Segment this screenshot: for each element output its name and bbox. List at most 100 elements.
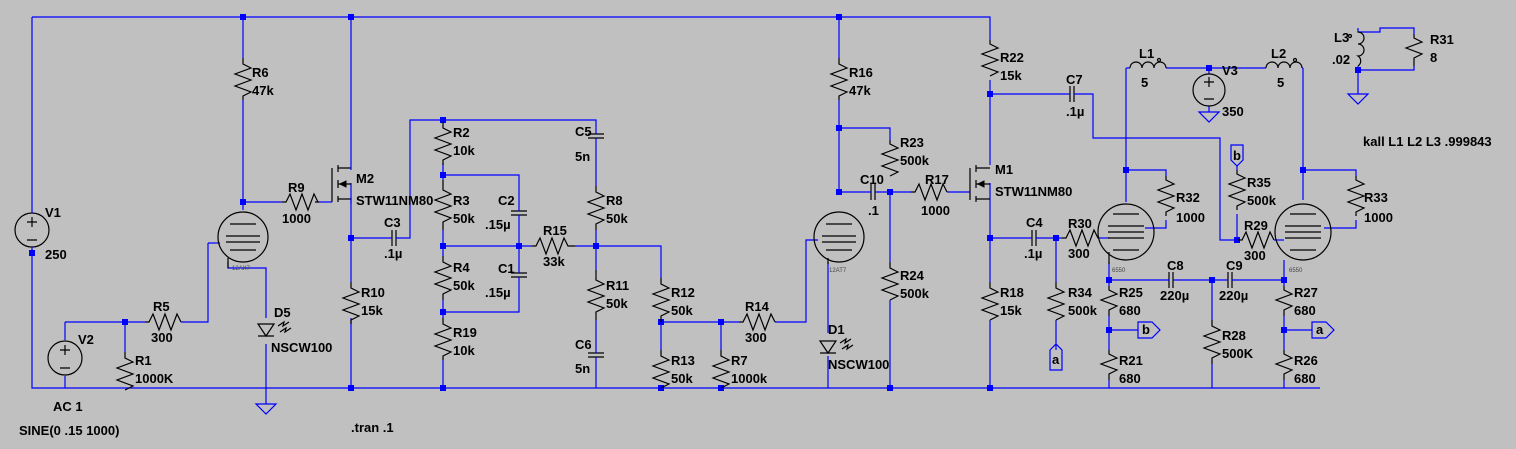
label-r32-value: 1000 <box>1176 210 1205 225</box>
label-r21-value: 680 <box>1119 371 1141 386</box>
label-r19-value: 10k <box>453 343 475 358</box>
resistor-r5 <box>145 312 182 332</box>
label-r11-value: 50k <box>606 296 628 311</box>
label-r6-name: R6 <box>252 65 269 80</box>
label-l1-name: L1 <box>1139 46 1154 61</box>
label-c1-name: C1 <box>498 261 515 276</box>
label-r8-value: 50k <box>606 211 628 226</box>
resistor-r35 <box>1227 170 1247 210</box>
resistor-r23 <box>880 140 900 177</box>
mosfet-m2 <box>331 165 352 204</box>
source-v2 <box>47 340 83 376</box>
label-r27-value: 680 <box>1294 303 1316 318</box>
resistor-r3 <box>433 180 453 230</box>
capacitor-c9 <box>1224 272 1236 288</box>
mosfets <box>331 165 990 204</box>
label-r10-name: R10 <box>361 285 385 300</box>
label-r29-name: R29 <box>1244 218 1268 233</box>
diode-d5 <box>256 320 292 338</box>
label-r34-value: 500k <box>1068 303 1098 318</box>
resistor-r7 <box>711 350 731 389</box>
label-r10-value: 15k <box>361 303 383 318</box>
resistor-r1 <box>115 352 135 391</box>
resistor-r17 <box>911 182 948 202</box>
label-r35-name: R35 <box>1247 175 1271 190</box>
inductors <box>1129 31 1365 69</box>
tube-u2-model: 12AT7 <box>829 268 847 274</box>
label-c8-name: C8 <box>1167 258 1184 273</box>
resistor-r4 <box>433 256 453 300</box>
resistor-r32 <box>1156 176 1176 216</box>
resistor-r12 <box>651 278 671 322</box>
directive-tran: .tran .1 <box>351 420 394 435</box>
net-flags <box>1049 144 1335 371</box>
label-d1-value: NSCW100 <box>828 357 889 372</box>
label-c4-name: C4 <box>1026 215 1043 230</box>
label-v3-value: 350 <box>1222 104 1244 119</box>
label-r5-value: 300 <box>151 330 173 345</box>
label-r15-name: R15 <box>543 223 567 238</box>
label-v2-value2: SINE(0 .15 1000) <box>19 423 119 438</box>
net-label-b-1: b <box>1142 322 1150 337</box>
label-c9-name: C9 <box>1226 258 1243 273</box>
label-r18-name: R18 <box>1000 285 1024 300</box>
label-c2-value: .15µ <box>485 217 511 232</box>
label-r23-name: R23 <box>900 135 924 150</box>
capacitor-c10 <box>866 184 880 200</box>
label-r13-value: 50k <box>671 371 693 386</box>
label-c5-name: C5 <box>575 124 592 139</box>
label-r7-value: 1000k <box>731 371 768 386</box>
label-c4-value: .1µ <box>1024 246 1042 261</box>
directive-coupling: kall L1 L2 L3 .999843 <box>1363 134 1492 149</box>
label-r35-value: 500k <box>1247 193 1277 208</box>
label-d1-name: D1 <box>828 322 845 337</box>
label-r31-name: R31 <box>1430 32 1454 47</box>
label-r11-name: R11 <box>606 278 629 293</box>
source-v1 <box>14 207 50 253</box>
label-c8-value: 220µ <box>1160 288 1189 303</box>
label-r33-value: 1000 <box>1364 210 1393 225</box>
label-r4-name: R4 <box>453 260 470 275</box>
net-label-b-2: b <box>1233 148 1241 163</box>
mosfet-m1 <box>969 165 990 202</box>
label-v2-value: AC 1 <box>53 399 83 414</box>
tube-u3-model: 6550 <box>1112 268 1126 274</box>
tube-u1: 12AX7 <box>217 211 269 272</box>
label-r28-value: 500K <box>1222 346 1254 361</box>
tube-u3: 6550 <box>1097 203 1155 274</box>
label-c3-name: C3 <box>384 215 401 230</box>
label-r5-name: R5 <box>153 299 170 314</box>
label-c5-value: 5n <box>575 149 590 164</box>
capacitors <box>387 86 1236 364</box>
capacitor-c5 <box>588 126 604 145</box>
label-c2-name: C2 <box>498 193 515 208</box>
label-c1-value: .15µ <box>485 285 511 300</box>
label-r3-name: R3 <box>453 193 470 208</box>
label-r28-name: R28 <box>1222 328 1246 343</box>
resistor-r16 <box>829 58 849 100</box>
label-r16-name: R16 <box>849 65 873 80</box>
label-r9-value: 1000 <box>282 211 311 226</box>
capacitor-c8 <box>1165 272 1177 288</box>
label-v2-name: V2 <box>78 332 94 347</box>
resistor-r6 <box>233 58 253 100</box>
label-r14-value: 300 <box>745 330 767 345</box>
label-v1-value: 250 <box>45 247 67 262</box>
label-r33-name: R33 <box>1364 190 1388 205</box>
label-c10-value: .1 <box>868 203 879 218</box>
label-r17-name: R17 <box>925 172 949 187</box>
label-r3-value: 50k <box>453 211 475 226</box>
label-d5-value: NSCW100 <box>271 340 332 355</box>
capacitor-c6 <box>588 346 604 364</box>
label-l2-value: 5 <box>1277 75 1284 90</box>
capacitor-c2 <box>511 202 527 226</box>
label-r1-name: R1 <box>135 353 152 368</box>
label-r16-value: 47k <box>849 83 871 98</box>
label-d5-name: D5 <box>274 305 291 320</box>
label-c10-name: C10 <box>860 172 884 187</box>
resistor-r8 <box>586 186 606 230</box>
label-r19-name: R19 <box>453 325 477 340</box>
inductor-l2 <box>1265 61 1303 69</box>
label-r29-value: 300 <box>1244 248 1266 263</box>
resistor-r21 <box>1099 350 1119 380</box>
